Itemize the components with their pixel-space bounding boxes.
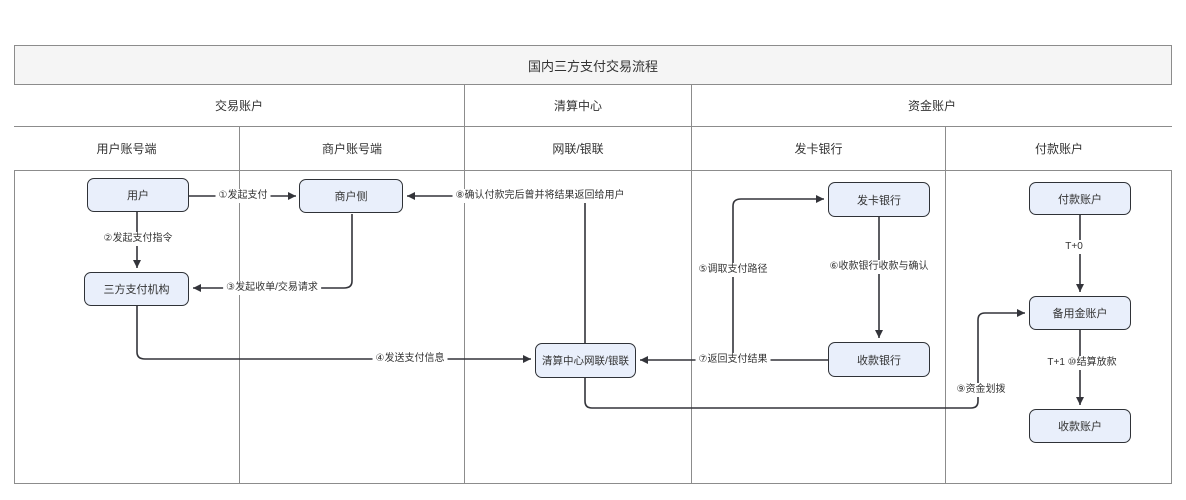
edge-label-4: ④发送支付信息 (372, 352, 448, 366)
group-header-clearing-center: 清算中心 (465, 85, 692, 127)
node-payer-account-label: 付款账户 (1058, 193, 1102, 206)
column-header-netsunion-unionpay: 网联/银联 (465, 127, 692, 171)
title-bar: 国内三方支付交易流程 (14, 45, 1172, 85)
group-header-label: 资金账户 (907, 99, 956, 113)
edge-label-t1: T+1 ⑩结算放款 (1044, 356, 1120, 370)
lane-issuing-bank (692, 171, 946, 483)
edge-8-line (407, 192, 586, 343)
node-third-party-payment: 三方支付机构 (84, 272, 189, 306)
column-header-issuing-bank: 发卡银行 (692, 127, 946, 171)
lane-netsunion-unionpay (465, 171, 692, 483)
group-header-label: 清算中心 (553, 99, 602, 113)
column-header-payment-account: 付款账户 (946, 127, 1172, 171)
edge-label-9: ⑨资金划拨 (953, 383, 1009, 397)
node-merchant: 商户侧 (299, 179, 403, 213)
node-receiver-account: 收款账户 (1029, 409, 1131, 443)
lane-merchant-account (240, 171, 465, 483)
column-header-label: 付款账户 (1034, 142, 1083, 156)
column-header-merchant-account: 商户账号端 (240, 127, 465, 171)
node-payer-account: 付款账户 (1029, 182, 1131, 215)
node-third-party-payment-label: 三方支付机构 (103, 284, 170, 296)
node-clearing-center-label: 清算中心网联/银联 (542, 355, 629, 367)
edge-label-t0: T+0 (1062, 240, 1086, 254)
edge-label-8: ⑧确认付款完后曾并将结果返回给用户 (452, 189, 628, 203)
column-header-label: 网联/银联 (552, 142, 604, 156)
node-receiver-account-label: 收款账户 (1058, 421, 1102, 433)
edge-label-3: ③发起收单/交易请求 (223, 281, 321, 295)
edge-label-2: ②发起支付指令 (100, 232, 176, 246)
node-user: 用户 (87, 178, 189, 212)
node-issuing-bank: 发卡银行 (828, 182, 930, 217)
edge-9-line (584, 309, 1025, 409)
node-acquiring-bank-label: 收款银行 (857, 354, 901, 367)
edge-label-1: ①发起支付 (215, 189, 271, 203)
edge-label-6: ⑥收款银行收款与确认 (826, 260, 932, 274)
edge-5-line (732, 195, 824, 360)
group-header-fund-accounts: 资金账户 (692, 85, 1172, 127)
diagram-title: 国内三方支付交易流程 (527, 58, 658, 74)
node-reserve-account-label: 备用金账户 (1052, 308, 1108, 320)
node-reserve-account: 备用金账户 (1029, 296, 1131, 330)
edge-4-line (136, 306, 531, 363)
column-header-label: 商户账号端 (321, 142, 382, 156)
lane-user-account (14, 171, 240, 483)
node-merchant-label: 商户侧 (334, 191, 368, 203)
column-header-label: 发卡银行 (794, 142, 843, 156)
node-issuing-bank-label: 发卡银行 (857, 194, 901, 207)
edge-label-7: ⑦返回支付结果 (695, 353, 771, 367)
group-header-label: 交易账户 (214, 99, 263, 113)
column-header-user-account: 用户账号端 (14, 127, 240, 171)
node-acquiring-bank: 收款银行 (828, 342, 930, 377)
node-user-label: 用户 (127, 190, 149, 202)
group-header-transaction-accounts: 交易账户 (14, 85, 465, 127)
column-header-label: 用户账号端 (96, 142, 157, 156)
edge-label-5: ⑤调取支付路径 (695, 263, 771, 277)
edge-3-line (193, 214, 353, 292)
node-clearing-center: 清算中心网联/银联 (535, 343, 636, 378)
